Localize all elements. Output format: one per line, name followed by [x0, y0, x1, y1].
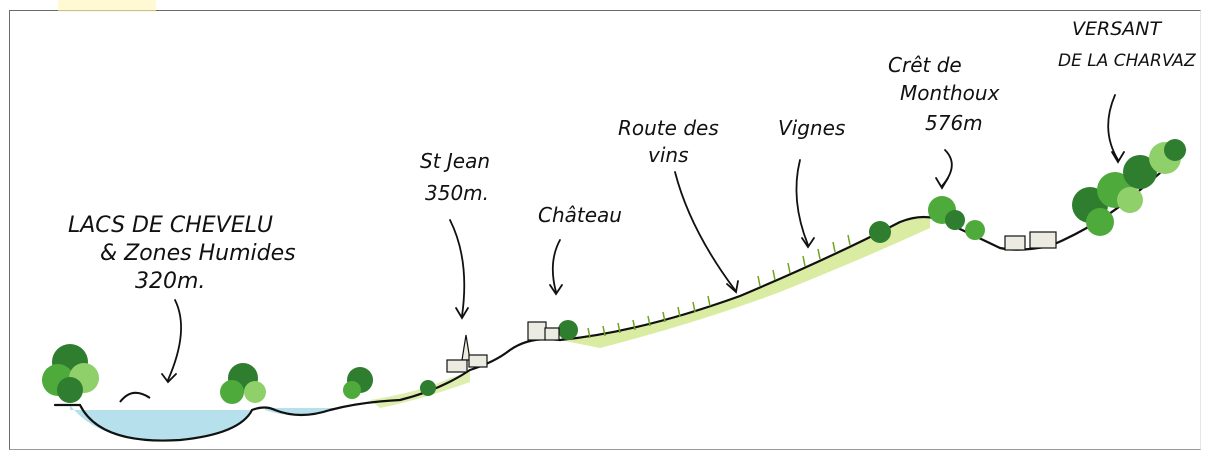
label-chateau: Château [538, 203, 622, 227]
st-jean-village [447, 335, 487, 372]
lake-water [70, 405, 250, 441]
grass-slope [370, 372, 470, 408]
tree-wetland [220, 363, 266, 404]
chateau-building [528, 322, 559, 340]
label-lacs-line1: LACS DE CHEVELU [68, 213, 273, 238]
charvaz-houses [1005, 232, 1056, 250]
forest-charvaz [1072, 139, 1186, 236]
lake-boat [120, 393, 150, 402]
label-st-jean-line1: St Jean [420, 149, 490, 173]
vine-rows [588, 235, 850, 338]
label-cret-line1: Crêt de [888, 53, 962, 77]
tree-lakeside [42, 344, 99, 403]
label-route-line2: vins [648, 143, 689, 167]
label-st-jean-line2: 350m. [425, 181, 489, 205]
label-route-line1: Route des [618, 116, 719, 140]
label-lacs-line2: & Zones Humides [100, 241, 296, 266]
label-cret-line2: Monthoux [900, 81, 1000, 105]
label-versant-line1: VERSANT [1072, 18, 1162, 40]
label-vignes: Vignes [778, 116, 845, 140]
label-versant-line2: DE LA CHARVAZ [1058, 51, 1196, 71]
tree-chateau [558, 320, 578, 340]
label-cret-line3: 576m [925, 111, 983, 135]
label-lacs-line3: 320m. [135, 269, 205, 294]
